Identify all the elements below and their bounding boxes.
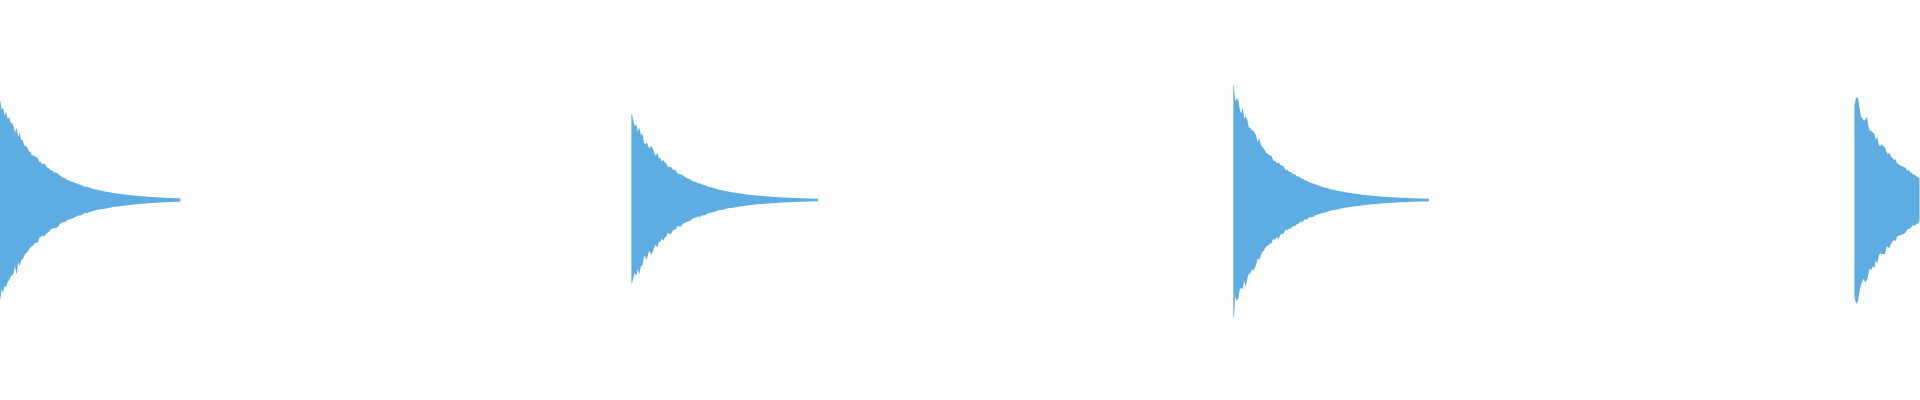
waveform-hits [0, 85, 1920, 318]
waveform-hit-3 [1233, 85, 1429, 318]
waveform-hit-4 [1854, 97, 1920, 304]
waveform-hit-2 [631, 114, 818, 284]
waveform-hit-1 [0, 100, 181, 300]
